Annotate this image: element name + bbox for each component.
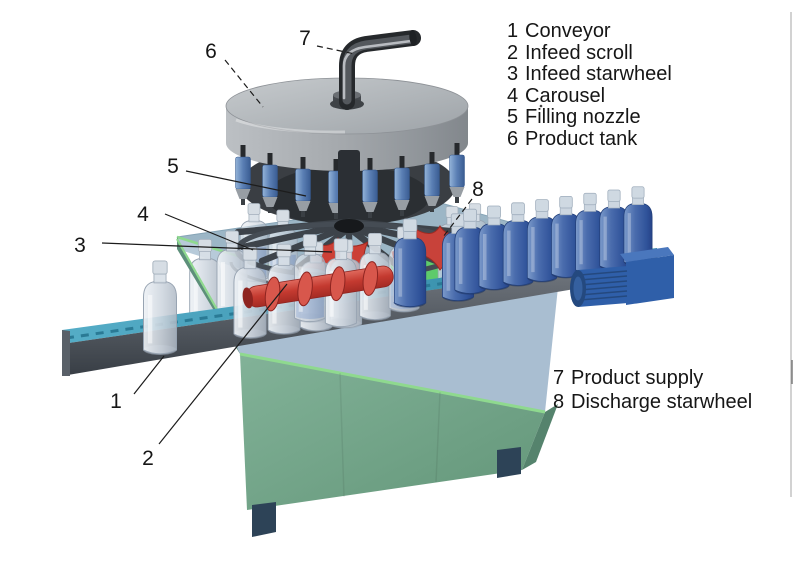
callout-7: 7: [299, 27, 311, 50]
callout-line-2: [158, 283, 288, 445]
legend-item-label: Carousel: [525, 84, 606, 107]
legend-item: 8 Discharge starwheel: [553, 390, 752, 414]
legend-item: 4 Carousel: [507, 84, 672, 108]
empty-bottle: [142, 260, 178, 356]
callout-5: 5: [167, 155, 179, 178]
legend-item-number: 4: [507, 84, 519, 107]
callout-lines: [101, 45, 473, 445]
callout-6: 6: [205, 40, 217, 63]
callout-8: 8: [472, 178, 484, 201]
legend-item: 7 Product supply: [553, 366, 752, 390]
callout-3: 3: [74, 234, 86, 257]
callout-numbers: 1 2 3 4 5 6 7 8: [74, 27, 484, 470]
conveyor-motor: [570, 247, 674, 307]
legend-item-label: Filling nozzle: [525, 106, 641, 128]
callout-2: 2: [142, 447, 154, 470]
legend-item: 1 Conveyor: [507, 20, 672, 43]
legend-item: 2 Infeed scroll: [507, 41, 672, 65]
artifact-dot: [539, 104, 543, 108]
legend-item-number: 7: [553, 367, 565, 389]
callout-line-4: [164, 213, 254, 251]
callout-1: 1: [110, 390, 122, 413]
legend-item: 5 Filling nozzle: [507, 106, 672, 129]
legend-top: 1 Conveyor 2 Infeed scroll 3 Infeed starwhe…: [507, 20, 672, 151]
legend-item-number: 2: [507, 41, 519, 64]
legend-item-number: 6: [507, 127, 519, 150]
legend-item-number: 3: [507, 63, 519, 85]
callout-line-5: [185, 170, 307, 197]
legend-item: 6 Product tank: [507, 127, 672, 151]
machine-foot: [252, 502, 276, 537]
legend-item-number: 8: [553, 391, 565, 413]
callout-4: 4: [137, 203, 149, 226]
legend-item-label: Infeed starwheel: [525, 63, 672, 85]
legend-item-number: 5: [507, 106, 519, 128]
legend-bottom: 7 Product supply 8 Discharge starwheel: [553, 366, 752, 414]
infeed-scroll: [242, 261, 394, 312]
legend-item: 3 Infeed starwheel: [507, 63, 672, 86]
scan-artifacts: [539, 12, 793, 497]
legend-item-label: Conveyor: [525, 20, 611, 42]
product-supply-pipe: [330, 30, 421, 110]
legend-item-number: 1: [507, 20, 519, 42]
callout-line-7: [316, 45, 356, 55]
callout-line-6: [224, 59, 264, 108]
legend-item-label: Discharge starwheel: [571, 391, 753, 413]
callout-line-1: [133, 355, 165, 395]
callout-line-3: [101, 242, 333, 253]
legend-item-label: Product supply: [571, 367, 704, 389]
machine-foot: [497, 447, 521, 478]
legend-item-label: Infeed scroll: [525, 41, 633, 64]
callout-line-8: [442, 198, 473, 238]
legend-item-label: Product tank: [525, 127, 638, 150]
